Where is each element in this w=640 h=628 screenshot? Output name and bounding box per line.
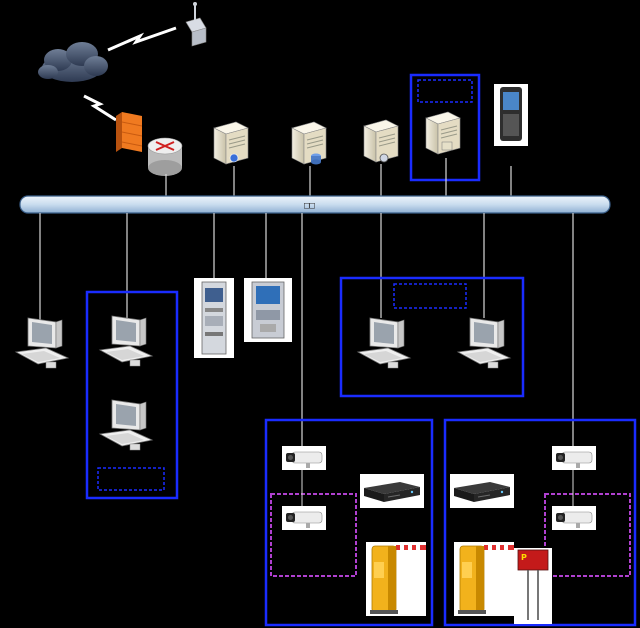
parking-lane-left-sub-box	[270, 493, 357, 577]
uplink-lines	[165, 158, 512, 196]
lane-link-markers	[301, 470, 574, 506]
app-server-icon	[425, 111, 461, 155]
network-backbone-bus: □□	[19, 195, 611, 214]
monitoring-group-box	[339, 276, 525, 398]
downlink-lines	[39, 213, 574, 446]
router-icon	[147, 137, 183, 176]
dvr-icon-lane-right	[449, 473, 515, 509]
camera-icon-lane-right-top	[551, 445, 597, 471]
parking-sign-icon: P	[514, 548, 552, 624]
barrier-gate-icon-right	[453, 541, 515, 617]
server-icon	[213, 121, 249, 165]
camera-icon	[281, 445, 327, 471]
lightning-icon-lower	[83, 94, 117, 122]
parking-sign-letter: P	[521, 553, 527, 562]
office-group-box	[85, 290, 179, 500]
internet-cloud	[38, 42, 108, 82]
pda-icon	[494, 84, 528, 146]
dvr-icon	[359, 473, 425, 509]
barrier-gate-icon	[365, 541, 427, 617]
web-server-icon	[363, 119, 399, 163]
firewall-icon	[116, 112, 143, 152]
dashed-label	[417, 79, 473, 103]
kiosk-icon	[194, 278, 234, 358]
bus-label: □□	[304, 201, 315, 211]
office-group-label	[97, 467, 165, 491]
monitoring-group-label	[393, 283, 467, 309]
database-server-icon	[291, 121, 327, 165]
antenna-icon	[185, 2, 207, 47]
kiosk-icon-2	[244, 278, 292, 342]
lightning-icon	[107, 26, 177, 52]
camera-icon-lane-right	[551, 505, 597, 531]
server-group-box	[409, 73, 481, 182]
parking-lane-left-box	[264, 418, 434, 627]
parking-lane-right-box	[443, 418, 637, 627]
camera-icon-lane-left	[281, 505, 327, 531]
cloud-icon	[38, 42, 108, 82]
parking-lane-right-sub-box	[544, 493, 631, 577]
